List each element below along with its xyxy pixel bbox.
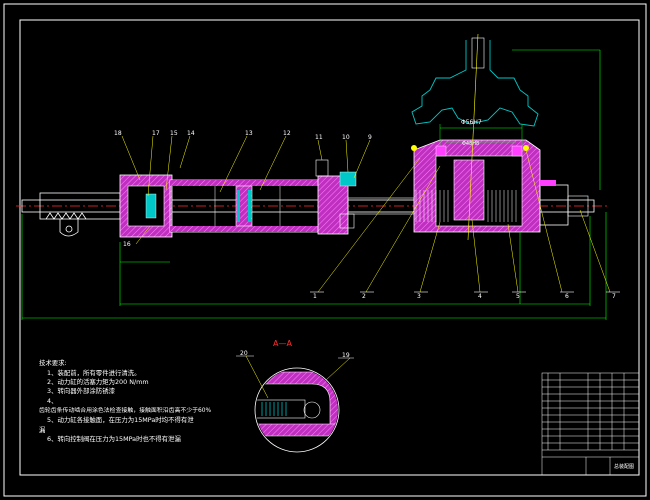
fitting-bottom	[339, 213, 355, 229]
nut-10	[339, 171, 357, 187]
callout-12: 12	[283, 130, 291, 137]
pinion-teeth	[415, 190, 517, 222]
cylinder-wall-top	[170, 180, 330, 186]
callout-4: 4	[478, 293, 482, 300]
title-block	[541, 372, 640, 476]
tech-note-4: 4、	[47, 397, 57, 405]
rack-shaft	[21, 199, 595, 213]
shaft-spline	[471, 37, 485, 69]
clevis-left	[59, 219, 79, 237]
callout-18: 18	[114, 130, 122, 137]
callout-16: 16	[123, 241, 131, 248]
callout-10: 10	[342, 134, 350, 141]
top-callouts: 18 17 15 14 13 12 11 10 9	[114, 130, 372, 141]
steering-column-contour	[411, 40, 539, 127]
callout-7: 7	[612, 293, 616, 300]
fitting-top	[315, 159, 329, 177]
left-seal	[145, 193, 157, 219]
right-end-cap	[539, 184, 569, 226]
rack-teeth-left	[45, 212, 87, 220]
callout-2: 2	[362, 293, 366, 300]
bolt-right	[523, 145, 529, 151]
bore-dimension: Φ56H7	[461, 119, 482, 126]
callout-13: 13	[245, 130, 253, 137]
callout-14: 14	[187, 130, 195, 137]
tech-note-3: 3、转向器外部涂防锈漆	[47, 386, 116, 395]
callout-5: 5	[516, 293, 520, 300]
clevis-hole	[65, 225, 73, 233]
callout-9: 9	[368, 134, 372, 141]
section-detail	[236, 355, 354, 453]
section-title: A—A	[273, 339, 292, 348]
callout-15: 15	[170, 130, 178, 137]
tech-note-4-body: 齿轮齿条传动啮合用涂色法检查接触，接触面积沿齿高不少于60%	[39, 406, 212, 414]
bolt-left	[411, 145, 417, 151]
cylinder-wall-bottom	[170, 226, 330, 232]
column-centerline	[467, 33, 479, 241]
callout-1: 1	[313, 293, 317, 300]
valve-spool	[453, 159, 485, 221]
callout-3: 3	[417, 293, 421, 300]
tech-note-5-cont: 漏	[39, 425, 46, 434]
tech-note-5: 5、动力缸各接触面，在压力为15MPa时均不得有泄	[47, 415, 194, 424]
tech-note-6: 6、转向控制阀在压力为15MPa时也不得有泄漏	[47, 434, 181, 443]
outer-frame	[3, 3, 647, 497]
tech-notes-heading: 技术要求:	[39, 358, 67, 367]
section-callout-19: 19	[342, 352, 350, 359]
callout-11: 11	[315, 134, 323, 141]
top-leaders	[121, 135, 371, 197]
bore-dimension-inner: Φ48H8	[462, 141, 479, 147]
inner-frame	[19, 19, 640, 476]
section-callout-20: 20	[240, 350, 248, 357]
bottom-leaders	[135, 149, 611, 293]
title-block-drawing-name: 总装配图	[614, 463, 634, 470]
callout-6: 6	[565, 293, 569, 300]
tech-notes: 技术要求: 1、装配前，所有零件进行清洗。 2、动力缸的活塞力矩为200 N/m…	[39, 358, 212, 443]
tech-note-1: 1、装配前，所有零件进行清洗。	[47, 368, 141, 377]
right-shaft-end	[567, 195, 589, 217]
tech-note-2: 2、动力缸的活塞力矩为200 N/mm	[47, 377, 149, 386]
callout-17: 17	[152, 130, 160, 137]
bottom-callouts: 16 1 2 3 4 5 6 7	[123, 241, 616, 300]
